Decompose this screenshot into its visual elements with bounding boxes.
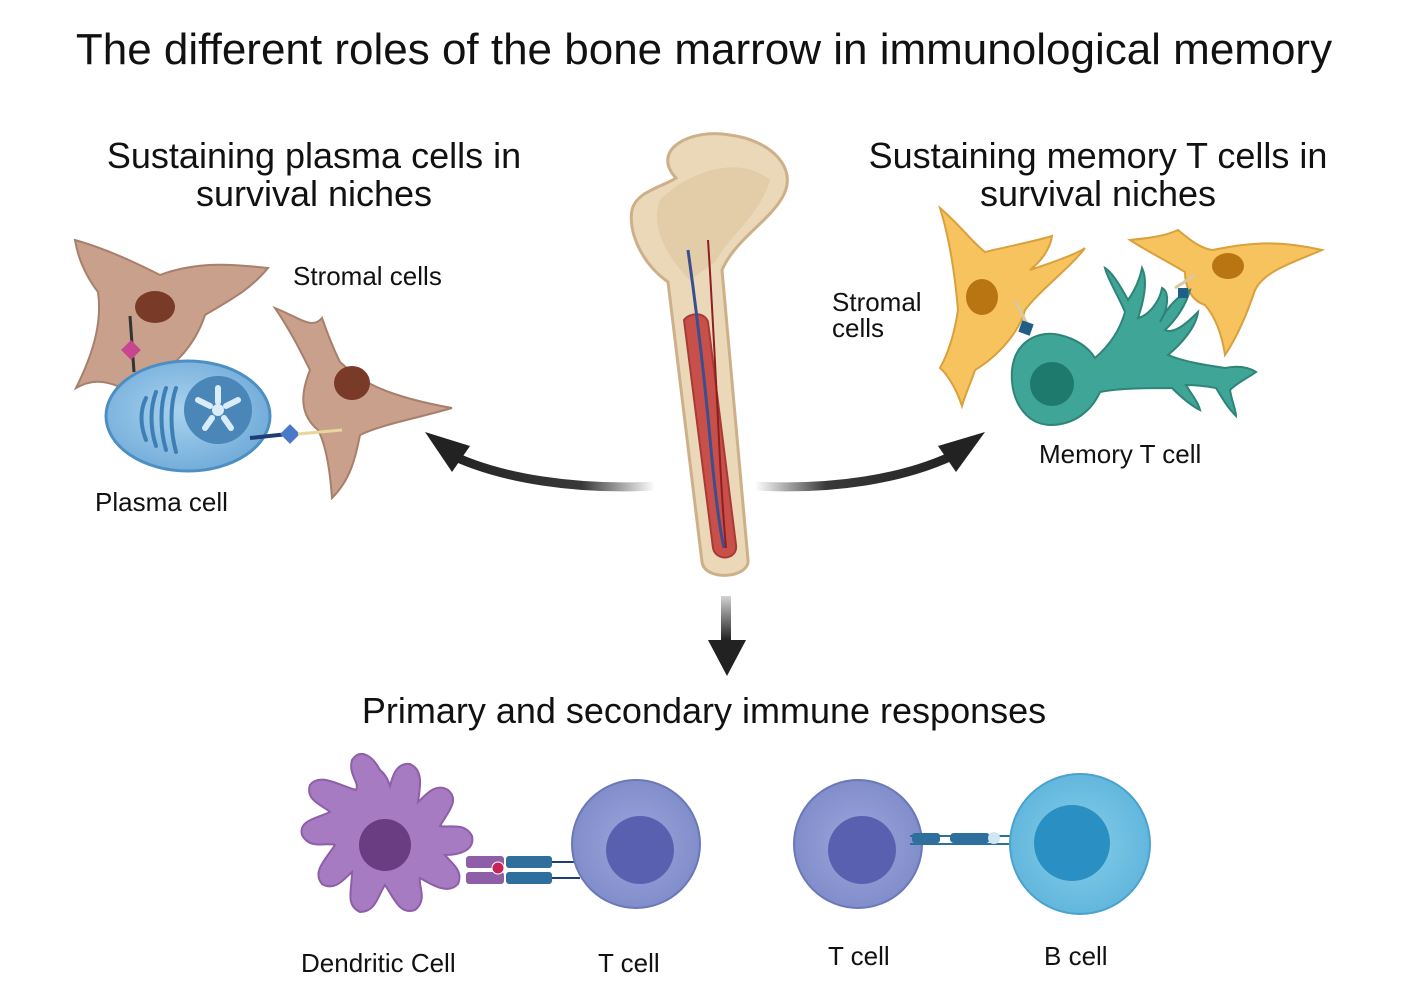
stromal-cells-label-right: Stromal cells (832, 289, 922, 341)
trabecular-texture (656, 167, 770, 280)
stromal-cell-left-2 (272, 305, 453, 501)
arrow-to-plasma-niche (425, 432, 656, 492)
right-heading-line-2: survival niches (979, 172, 1217, 214)
dendritic-cell-label: Dendritic Cell (301, 948, 456, 978)
b-cell (1009, 773, 1151, 915)
arrow-to-memory-niche (754, 432, 985, 492)
stromal-nucleus (966, 279, 998, 315)
left-heading-line-1: Sustaining plasma cells in (106, 135, 522, 176)
page-title: The different roles of the bone marrow i… (75, 25, 1333, 74)
blood-vessel-red (707, 239, 727, 549)
stromal-cell-left-1 (73, 238, 270, 394)
t-cell-label-2: T cell (828, 941, 890, 971)
dendritic-nucleus (359, 819, 411, 871)
t-cell-1 (571, 779, 701, 909)
t-cell-2 (793, 779, 923, 909)
right-heading-line-1: Sustaining memory T cells in (868, 135, 1328, 176)
memory-t-cell (1010, 264, 1258, 427)
memory-t-cell-label: Memory T cell (1039, 439, 1202, 469)
right-panel-heading: Sustaining memory T cells in survival ni… (828, 137, 1368, 213)
plasma-cell-label: Plasma cell (95, 487, 228, 517)
blood-vessel-blue (686, 249, 726, 549)
stromal-label-line-1: Stromal (832, 287, 922, 317)
stromal-nucleus (1212, 253, 1244, 279)
stromal-nucleus (334, 366, 370, 400)
arrow-to-immune-responses (708, 596, 746, 676)
memory-t-nucleus (1030, 362, 1074, 406)
t-cell-nucleus (606, 816, 674, 884)
bottom-panel-heading: Primary and secondary immune responses (361, 690, 1047, 731)
receptor-binding-right (1013, 273, 1196, 336)
stromal-cell-right-2 (1127, 228, 1326, 358)
receptor-binding-left (121, 315, 343, 444)
left-heading-line-2: survival niches (195, 172, 433, 214)
endoplasmic-reticulum (139, 386, 178, 454)
tcr-mhc-complex-1 (466, 856, 580, 884)
stromal-cells-label-left: Stromal cells (293, 261, 442, 291)
dendritic-cell (300, 752, 474, 914)
b-cell-label: B cell (1044, 941, 1108, 971)
stromal-label-line-2: cells (832, 313, 885, 343)
left-panel-heading: Sustaining plasma cells in survival nich… (48, 137, 580, 213)
bone-illustration (629, 132, 789, 577)
t-cell-label-1: T cell (598, 948, 660, 978)
b-cell-nucleus (1034, 805, 1110, 881)
stromal-cell-right-1 (938, 204, 1086, 410)
plasma-cell (104, 359, 272, 473)
t-cell-nucleus (828, 816, 896, 884)
stromal-nucleus (135, 291, 175, 323)
